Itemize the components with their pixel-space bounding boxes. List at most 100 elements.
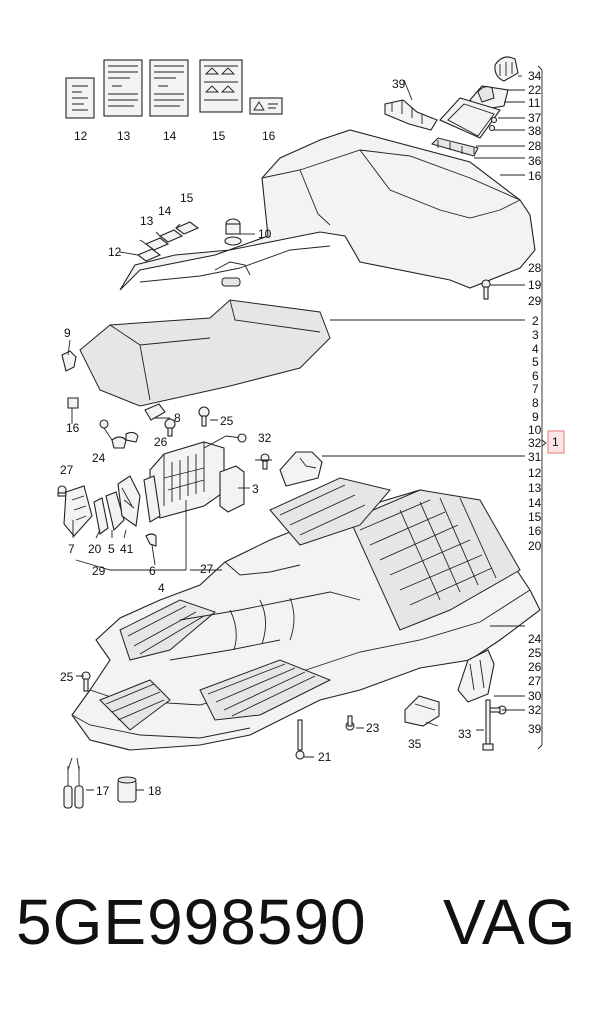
callout-20: 20 bbox=[88, 542, 102, 556]
bolt-19 bbox=[481, 279, 491, 300]
part-18 bbox=[117, 776, 137, 803]
callout-r-32: 32 bbox=[528, 436, 542, 450]
callout-14: 14 bbox=[163, 129, 177, 143]
callout-r-13: 13 bbox=[528, 481, 542, 495]
callout-r-5: 5 bbox=[532, 355, 539, 369]
callouts-floating: 39 15 14 13 12 10 9 16 8 25 26 24 32 27 … bbox=[60, 77, 472, 798]
callout-15: 15 bbox=[212, 129, 226, 143]
callout-r-27: 27 bbox=[528, 674, 542, 688]
callouts-top-stickers: 12 13 14 15 16 bbox=[74, 129, 276, 143]
callout-27b: 27 bbox=[200, 562, 214, 576]
battery-cover bbox=[79, 129, 536, 407]
callout-r-4: 4 bbox=[532, 342, 539, 356]
sealant-tubes-17 bbox=[63, 757, 84, 809]
callout-r-28: 28 bbox=[528, 139, 542, 153]
sticker-16 bbox=[249, 97, 283, 115]
brand-name: VAG bbox=[443, 886, 577, 958]
callout-23: 23 bbox=[366, 721, 380, 735]
callout-r-39: 39 bbox=[528, 722, 542, 736]
callout-13b: 13 bbox=[140, 214, 154, 228]
callout-r-30: 30 bbox=[528, 689, 542, 703]
callout-25a: 25 bbox=[220, 414, 234, 428]
sticker-13 bbox=[103, 59, 143, 117]
callout-16: 16 bbox=[262, 129, 276, 143]
callout-r-16b: 16 bbox=[528, 524, 542, 538]
callout-29: 29 bbox=[92, 564, 106, 578]
callout-r-29: 29 bbox=[528, 294, 542, 308]
callout-6: 6 bbox=[149, 564, 156, 578]
callout-r-24: 24 bbox=[528, 632, 542, 646]
cover-stickers bbox=[136, 221, 200, 262]
leader-lines bbox=[67, 75, 525, 791]
exploded-parts-diagram: 12 13 14 15 16 34 22 11 37 38 28 36 16 2… bbox=[57, 56, 565, 809]
bracket-30 bbox=[457, 649, 507, 751]
callout-14b: 14 bbox=[158, 204, 172, 218]
callout-16c: 16 bbox=[66, 421, 80, 435]
cap-10 bbox=[224, 218, 242, 246]
callout-r-26: 26 bbox=[528, 660, 542, 674]
callout-r-10: 10 bbox=[528, 423, 542, 437]
bracket-31 bbox=[260, 451, 323, 487]
callout-21: 21 bbox=[318, 750, 332, 764]
callout-12: 12 bbox=[74, 129, 88, 143]
callout-r-36: 36 bbox=[528, 154, 542, 168]
part-35 bbox=[404, 695, 440, 727]
callout-r-37: 37 bbox=[528, 111, 542, 125]
callout-r-34: 34 bbox=[528, 69, 542, 83]
callouts-right-column: 34 22 11 37 38 28 36 16 28 19 29 2 3 4 5… bbox=[528, 69, 542, 736]
callout-8: 8 bbox=[174, 411, 181, 425]
callout-r-25: 25 bbox=[528, 646, 542, 660]
callout-r-14: 14 bbox=[528, 496, 542, 510]
sticker-15 bbox=[199, 59, 243, 113]
sticker-labels bbox=[65, 59, 283, 119]
callout-r-8: 8 bbox=[532, 396, 539, 410]
callout-r-15: 15 bbox=[528, 510, 542, 524]
callout-7: 7 bbox=[68, 542, 75, 556]
left-module-assembly bbox=[57, 475, 157, 547]
callout-4: 4 bbox=[158, 581, 165, 595]
callout-24: 24 bbox=[92, 451, 106, 465]
callout-r-38: 38 bbox=[528, 124, 542, 138]
callout-27: 27 bbox=[60, 463, 74, 477]
callout-32: 32 bbox=[258, 431, 272, 445]
callout-r-9: 9 bbox=[532, 410, 539, 424]
callout-17: 17 bbox=[96, 784, 110, 798]
callout-9: 9 bbox=[64, 326, 71, 340]
sticker-14 bbox=[149, 59, 189, 117]
part-number: 5GE998590 bbox=[16, 886, 367, 958]
callout-10: 10 bbox=[258, 227, 272, 241]
callout-39: 39 bbox=[392, 77, 406, 91]
callout-r-32b: 32 bbox=[528, 703, 542, 717]
callout-marker-1: 1 bbox=[552, 435, 559, 449]
footer: 5GE998590 VAG bbox=[0, 885, 600, 995]
battery-modules-right bbox=[269, 477, 521, 631]
callout-15b: 15 bbox=[180, 191, 194, 205]
callout-r-7: 7 bbox=[532, 382, 539, 396]
callout-r-2: 2 bbox=[532, 314, 539, 328]
callout-r-11: 11 bbox=[528, 96, 541, 110]
battery-modules-left bbox=[99, 591, 361, 731]
callout-r-12: 12 bbox=[528, 466, 542, 480]
callout-13: 13 bbox=[117, 129, 131, 143]
service-plug-cluster bbox=[384, 56, 519, 157]
bracket-marker-1: 1 bbox=[547, 430, 565, 454]
callout-25b: 25 bbox=[60, 670, 74, 684]
junction-box bbox=[143, 433, 247, 523]
callout-33: 33 bbox=[458, 727, 472, 741]
callout-12b: 12 bbox=[108, 245, 122, 259]
callout-r-20: 20 bbox=[528, 539, 542, 553]
callout-3: 3 bbox=[252, 482, 259, 496]
callout-r-3: 3 bbox=[532, 328, 539, 342]
callout-35: 35 bbox=[408, 737, 422, 751]
callout-5: 5 bbox=[108, 542, 115, 556]
callout-r-16: 16 bbox=[528, 169, 542, 183]
callout-r-19: 19 bbox=[528, 278, 542, 292]
callout-26: 26 bbox=[154, 435, 168, 449]
left-small-parts bbox=[61, 350, 210, 449]
right-column-bracket bbox=[537, 65, 547, 750]
callout-r-6: 6 bbox=[532, 369, 539, 383]
callout-r-31: 31 bbox=[528, 450, 542, 464]
callout-41: 41 bbox=[120, 542, 134, 556]
callout-r-22: 22 bbox=[528, 83, 542, 97]
callout-18: 18 bbox=[148, 784, 162, 798]
